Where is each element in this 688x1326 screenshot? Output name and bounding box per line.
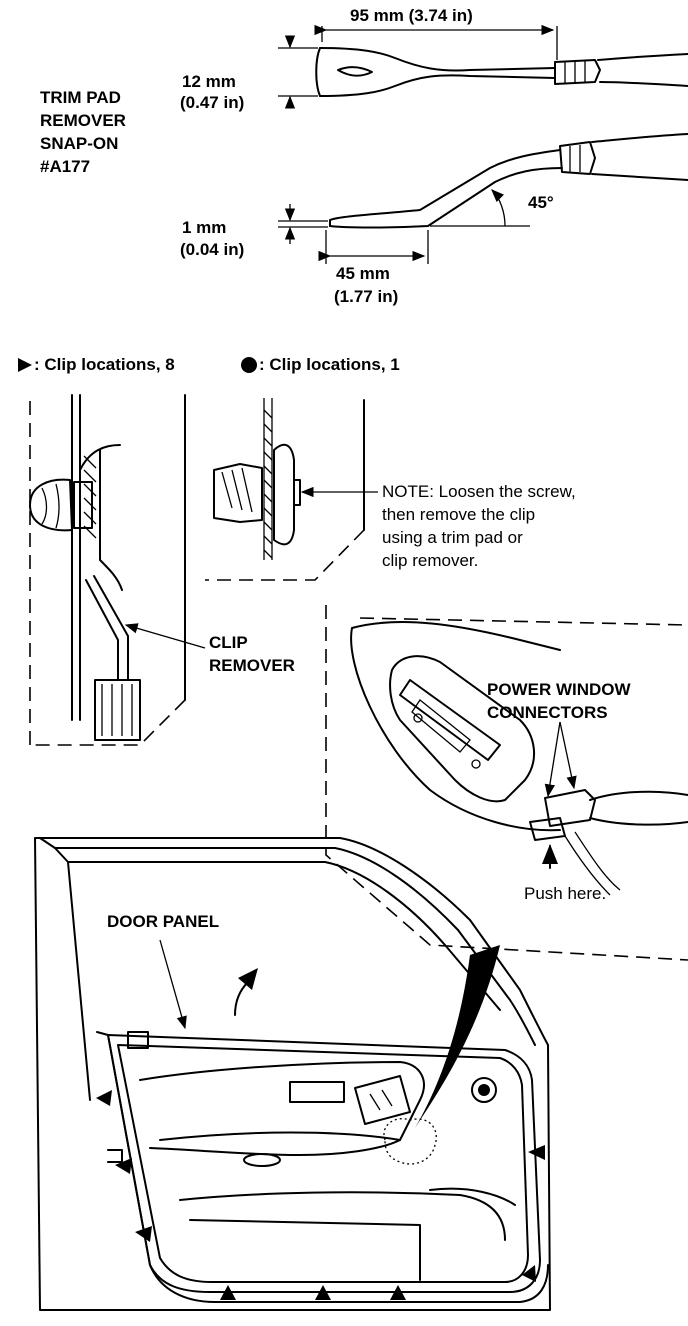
tip-thickness-mm: 1 mm	[182, 218, 227, 237]
fork-width-mm: 12 mm	[182, 72, 236, 91]
clip-remover-label-line-2: REMOVER	[209, 656, 295, 675]
bend-angle-label: 45°	[528, 193, 554, 212]
tool-name-line-1: TRIM PAD	[40, 88, 121, 107]
clip-detail-left	[29, 394, 206, 746]
length-dimension-label: 95 mm (3.74 in)	[350, 6, 473, 25]
legend-dot-text: : Clip locations, 1	[259, 355, 400, 374]
fork-width-dimension	[278, 35, 318, 109]
connector-detail	[325, 605, 688, 961]
clip-remover-label-line-1: CLIP	[209, 633, 248, 652]
length-dimension	[314, 24, 558, 60]
note-line-1: NOTE: Loosen the screw,	[382, 482, 576, 501]
tip-thickness-dimension	[278, 204, 328, 244]
tool-name-line-3: SNAP-ON	[40, 134, 119, 153]
tip-length-mm: 45 mm	[336, 264, 390, 283]
tool-top-view	[315, 47, 688, 97]
tool-name-line-4: #A177	[40, 157, 91, 176]
door-illustration	[34, 837, 551, 1311]
push-here-label: Push here.	[524, 884, 607, 903]
tip-length-dimension	[318, 230, 429, 264]
tip-length-in: (1.77 in)	[334, 287, 399, 306]
note-line-2: then remove the clip	[382, 505, 536, 524]
fork-width-in: (0.47 in)	[180, 93, 245, 112]
tool-side-view	[329, 133, 688, 229]
connectors-label-line-2: CONNECTORS	[487, 703, 608, 722]
connectors-label-line-1: POWER WINDOW	[487, 680, 631, 699]
legend-triangle-text: : Clip locations, 8	[34, 355, 175, 374]
note-line-4: clip remover.	[382, 551, 479, 570]
tool-name-line-2: REMOVER	[40, 111, 126, 130]
door-panel-label: DOOR PANEL	[107, 912, 220, 931]
note-line-3: using a trim pad or	[382, 528, 523, 547]
clip-detail-center	[205, 398, 378, 581]
tip-thickness-in: (0.04 in)	[180, 240, 245, 259]
legend-symbols	[18, 357, 257, 373]
